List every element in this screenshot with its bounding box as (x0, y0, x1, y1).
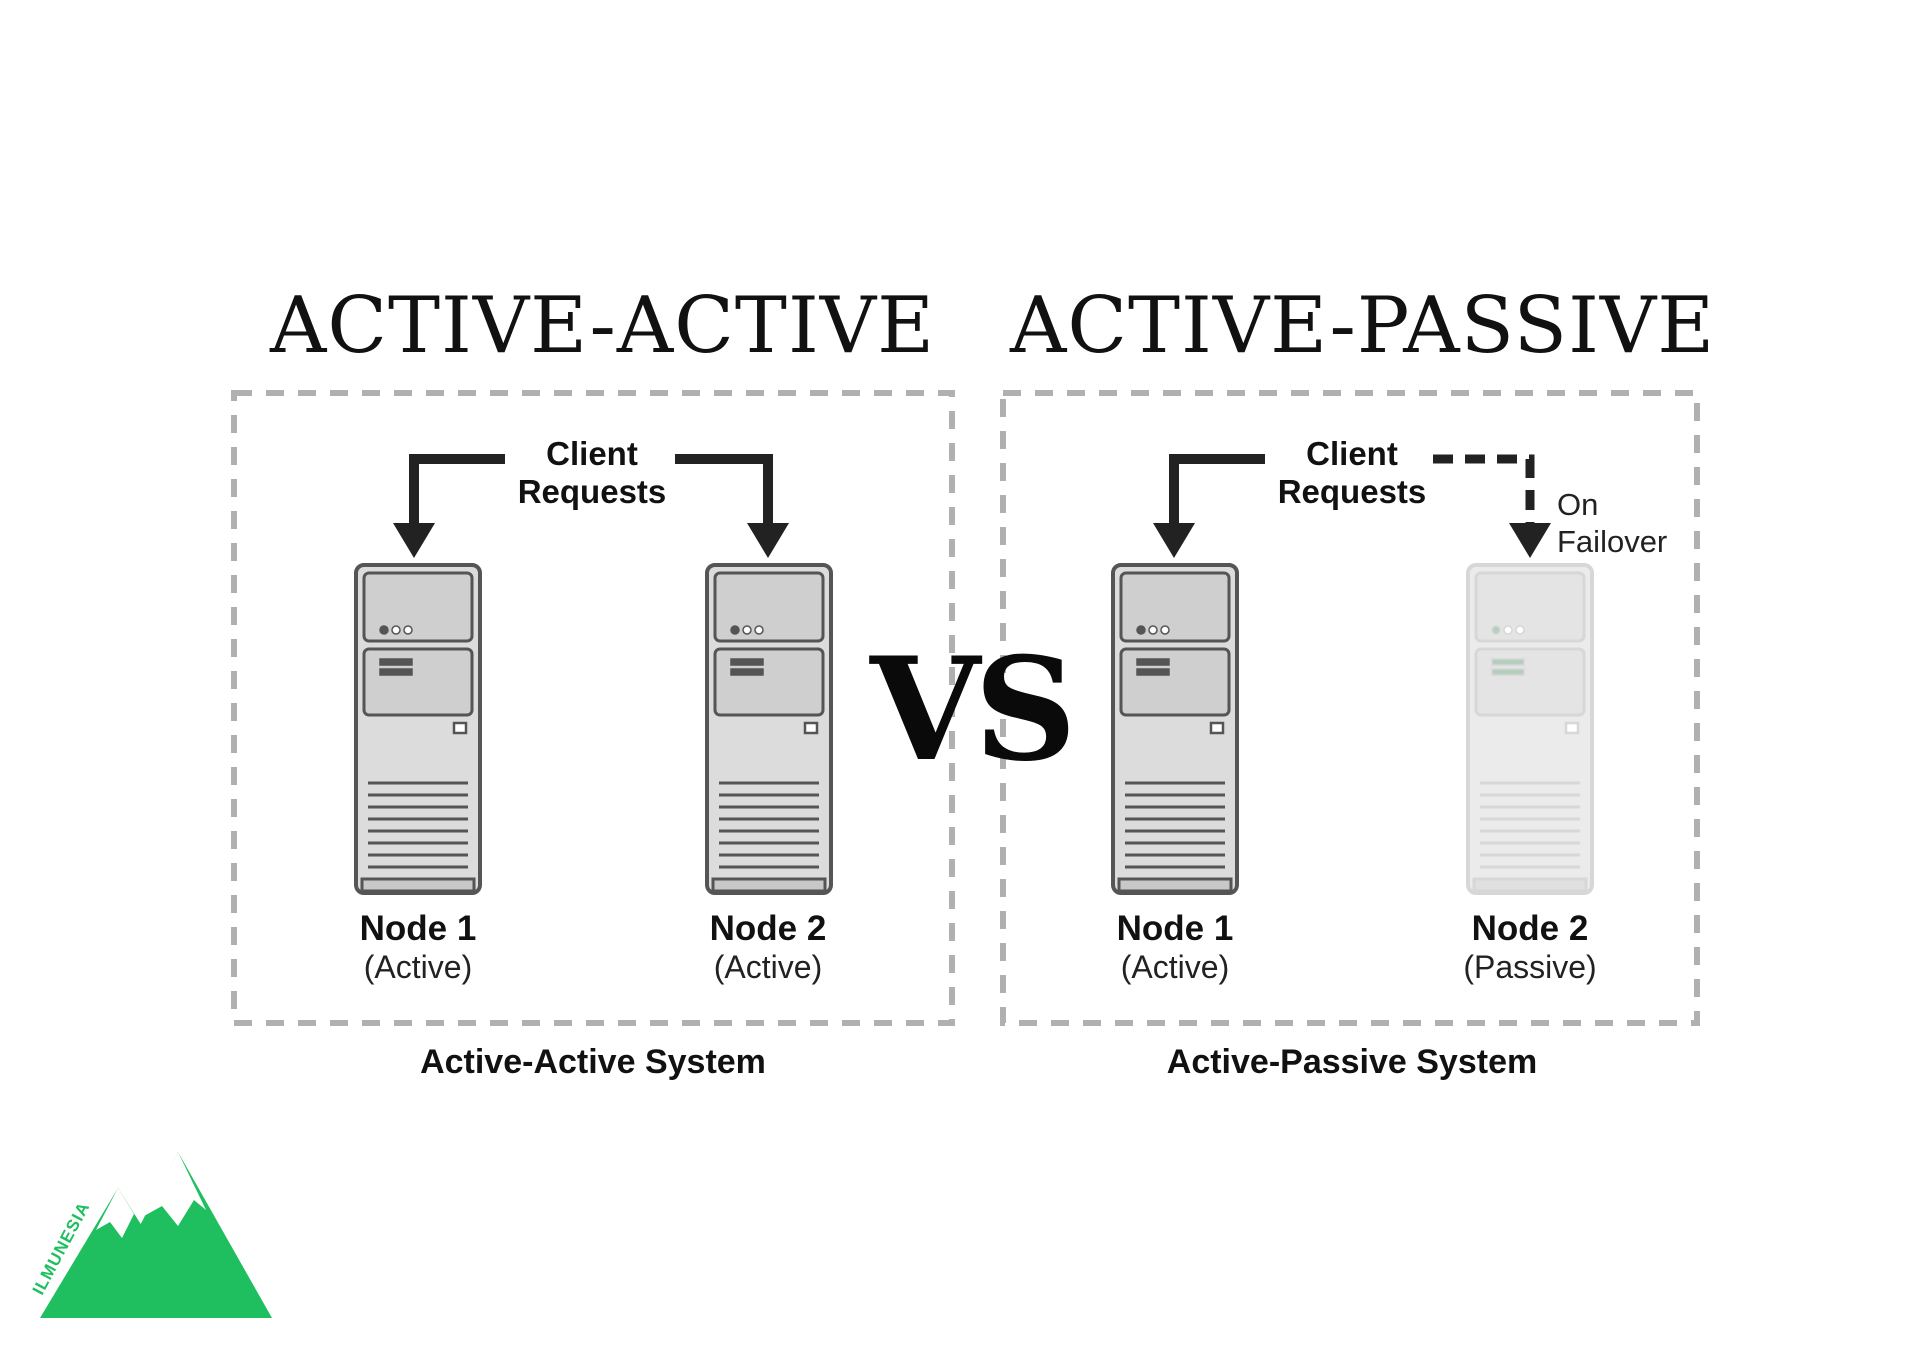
arrowhead-aa-node2 (747, 523, 789, 558)
active-active-frame (231, 390, 955, 1026)
arrowhead-aa-node1 (393, 523, 435, 558)
logo-snowcap-back (96, 1188, 134, 1238)
client-requests-line1-aa: Client (546, 435, 638, 472)
failover-label-line2: Failover (1557, 524, 1667, 559)
server-ap-node2-passive (1466, 563, 1594, 895)
logo-snowcap-front (144, 1152, 206, 1226)
vs-label: VS (870, 627, 1077, 793)
client-requests-line2-ap: Requests (1278, 473, 1427, 510)
arrowhead-ap-node1 (1153, 523, 1195, 558)
logo-mountain-front (92, 1152, 272, 1318)
active-passive-frame (1000, 390, 1700, 1026)
heading-active-passive: ACTIVE-PASSIVE (1010, 281, 1716, 371)
node1-label-ap: Node 1 (1117, 909, 1234, 948)
client-requests-line1-ap: Client (1306, 435, 1398, 472)
server-aa-node1 (354, 563, 482, 895)
node2-state-ap: (Passive) (1463, 949, 1596, 985)
node2-label-ap: Node 2 (1472, 909, 1589, 948)
client-arrow-right-aa (675, 454, 773, 530)
server-aa-node2 (705, 563, 833, 895)
client-requests-line2-aa: Requests (518, 473, 667, 510)
server-ap-node1 (1111, 563, 1239, 895)
client-arrow-left-ap (1169, 454, 1265, 530)
caption-active-active: Active-Active System (420, 1043, 766, 1081)
heading-active-active: ACTIVE-ACTIVE (270, 281, 936, 371)
node2-label-aa: Node 2 (710, 909, 827, 948)
failover-label-line1: On (1557, 487, 1598, 522)
node1-state-aa: (Active) (364, 949, 472, 985)
failover-arrow-ap (1433, 454, 1535, 528)
arrowhead-ap-node2 (1509, 523, 1551, 558)
node2-state-aa: (Active) (714, 949, 822, 985)
client-arrow-left-aa (409, 454, 505, 530)
node1-label-aa: Node 1 (360, 909, 477, 948)
caption-active-passive: Active-Passive System (1167, 1043, 1537, 1081)
node1-state-ap: (Active) (1121, 949, 1229, 985)
ilmunesia-logo: ILMUNESIA (29, 1152, 272, 1318)
